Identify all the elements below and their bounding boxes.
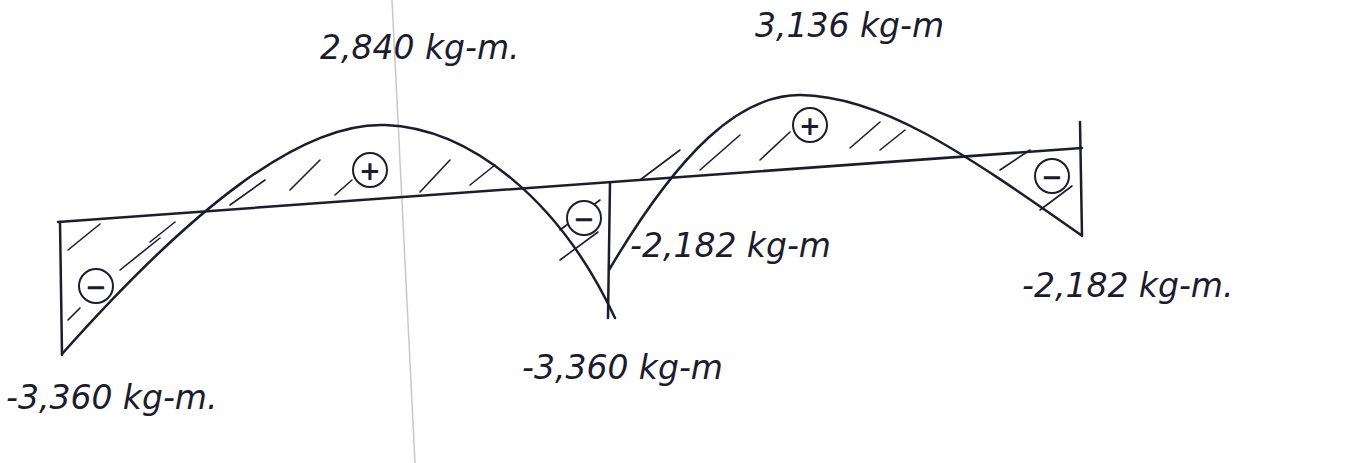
sign-symbol: − [78,268,114,304]
sign-symbol: − [566,200,602,236]
moment-value: -3,360 kg-m. [6,380,217,416]
moment-value: 2,840 kg-m. [320,30,520,66]
ordinate-line [1080,122,1082,236]
moment-value: -2,182 kg-m. [1022,268,1233,304]
ordinate-line [608,183,610,318]
sign-symbol: − [1034,158,1070,194]
moment-value: -2,182 kg-m [630,228,831,264]
moment-curve [62,125,615,354]
sign-symbol: + [352,152,388,188]
ordinate-line [60,222,62,355]
sign-symbol: + [792,107,828,143]
moment-curve [609,95,1081,270]
pencil-line [392,0,415,463]
moment-value: 3,136 kg-m [755,8,944,44]
hatching [68,122,1072,320]
moment-value: -3,360 kg-m [522,350,723,386]
